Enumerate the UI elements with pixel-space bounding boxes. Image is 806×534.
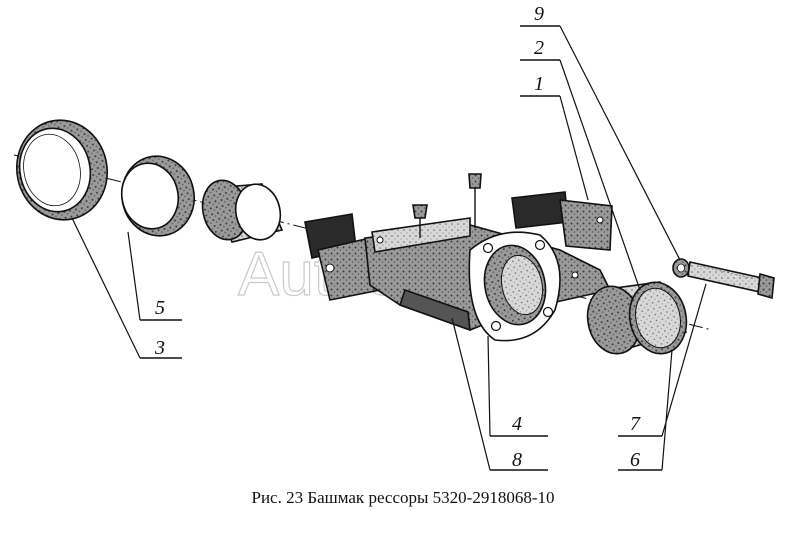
part-bushing-left (201, 179, 284, 243)
callout-1: 1 (534, 73, 544, 95)
callout-9: 9 (534, 3, 544, 25)
figure-caption: Рис. 23 Башмак рессоры 5320-2918068-10 (251, 488, 555, 507)
part-6-bushing-right (586, 281, 688, 355)
part-9-washer (672, 258, 690, 278)
callout-labels: 9 2 1 5 3 4 8 7 6 (154, 3, 641, 471)
callout-2: 2 (534, 37, 544, 59)
callout-5: 5 (155, 297, 165, 319)
leader-lines (71, 25, 707, 471)
callout-6: 6 (630, 449, 640, 471)
callout-8: 8 (512, 449, 522, 471)
part-3-seal-ring (15, 119, 109, 221)
part-7-bolt (687, 261, 775, 300)
part-5-ring (120, 155, 195, 237)
grease-fittings (412, 173, 482, 238)
callout-3: 3 (154, 337, 165, 359)
callout-7: 7 (630, 413, 641, 435)
part-1-spring-seat-body (304, 191, 613, 332)
callout-4: 4 (512, 413, 522, 435)
part-4-flange (468, 231, 561, 342)
